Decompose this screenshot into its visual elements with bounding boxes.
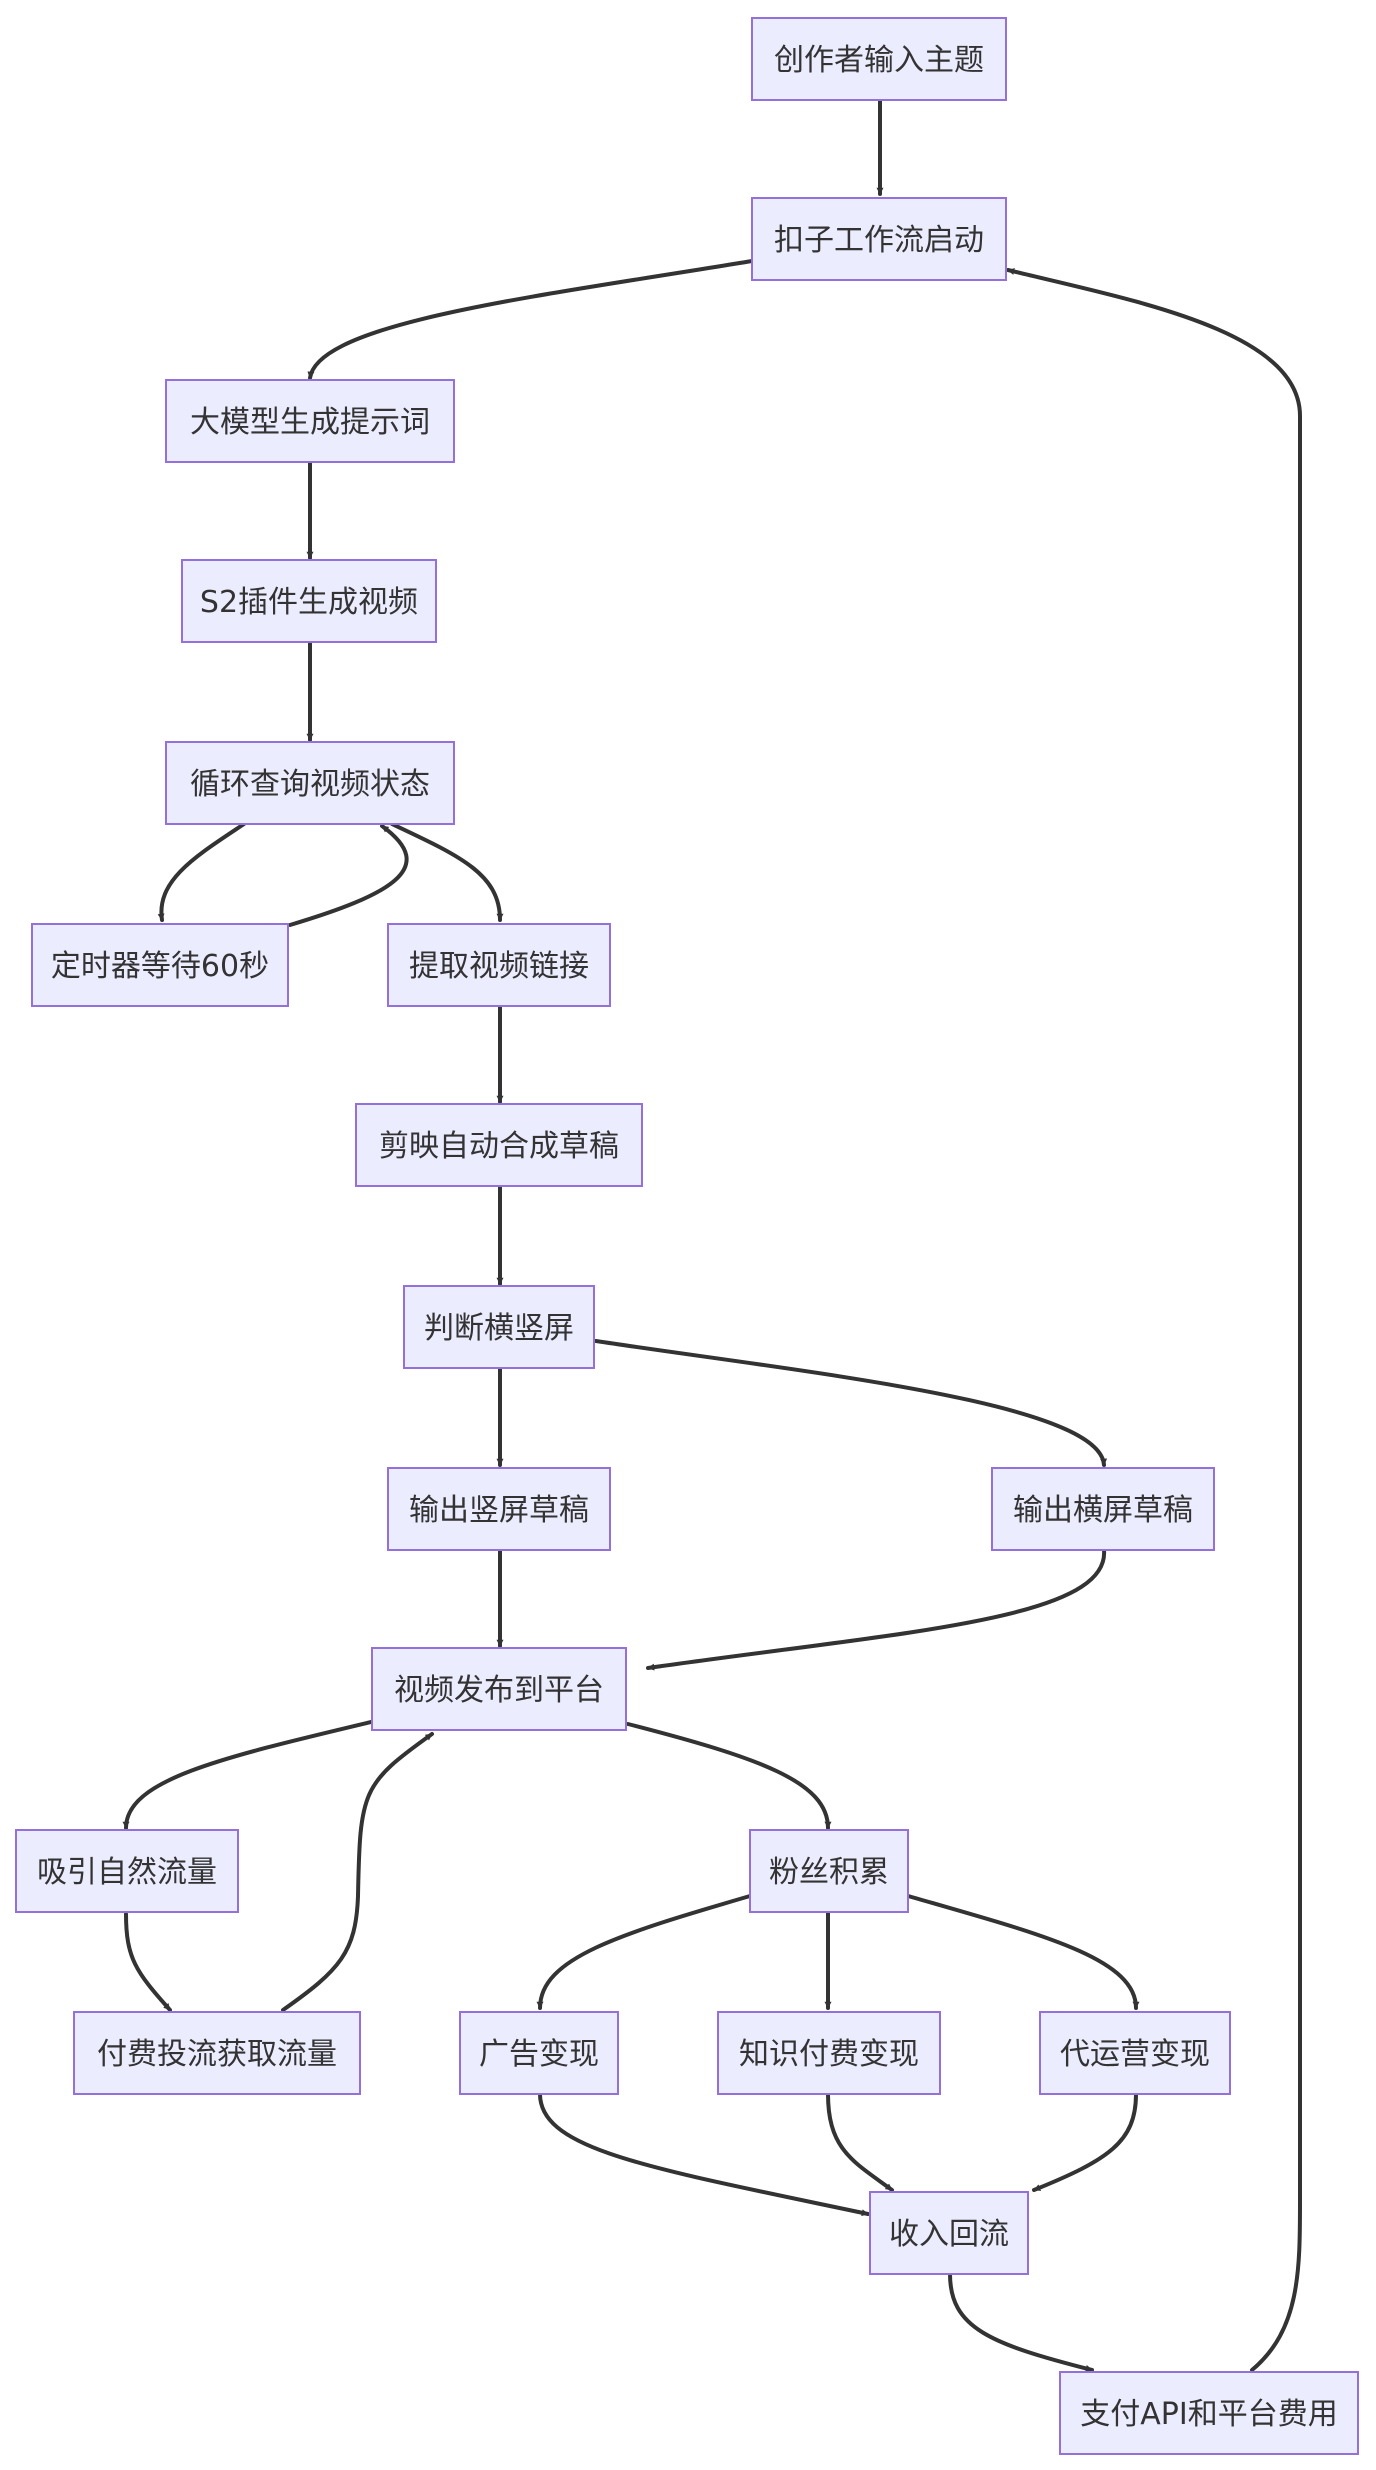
edge-n2-n3 [307,259,754,380]
svg-text:知识付费变现: 知识付费变现 [739,2037,919,2072]
edge-n5-n7 [390,822,504,922]
node-organic-traffic: 吸引自然流量 [15,1829,239,1913]
svg-text:剪映自动合成草稿: 剪映自动合成草稿 [379,1129,619,1164]
svg-text:创作者输入主题: 创作者输入主题 [774,43,984,78]
node-landscape-draft: 输出横屏草稿 [991,1467,1215,1551]
svg-text:支付API和平台费用: 支付API和平台费用 [1080,2397,1337,2432]
edge-n19-n20 [948,2272,1094,2372]
node-knowledge-monetization: 知识付费变现 [717,2011,941,2095]
node-revenue-return: 收入回流 [869,2191,1029,2275]
edge-n12-n15 [626,1722,832,1830]
svg-text:提取视频链接: 提取视频链接 [409,949,589,984]
edge-n11-n12 [646,1548,1107,1671]
node-llm-prompt: 大模型生成提示词 [165,379,455,463]
node-extract-video-link: 提取视频链接 [387,923,611,1007]
node-orientation-check: 判断横竖屏 [403,1285,595,1369]
edge-n15-n18 [906,1894,1140,2010]
node-capcut-draft: 剪映自动合成草稿 [355,1103,643,1187]
svg-text:定时器等待60秒: 定时器等待60秒 [51,949,269,984]
node-creator-input-topic: 创作者输入主题 [751,17,1007,101]
edge-n9-n11 [594,1339,1108,1467]
svg-text:收入回流: 收入回流 [889,2217,1009,2252]
edge-n6-n5 [288,824,409,927]
node-agency-monetization: 代运营变现 [1039,2011,1231,2095]
edge-n14-n12 [281,1732,434,2012]
node-portrait-draft: 输出竖屏草稿 [387,1467,611,1551]
svg-text:循环查询视频状态: 循环查询视频状态 [190,767,430,802]
edge-n17-n19 [826,2092,894,2192]
edge-n13-n14 [124,1912,172,2012]
svg-text:判断横竖屏: 判断横竖屏 [424,1311,574,1346]
svg-text:付费投流获取流量: 付费投流获取流量 [97,2037,337,2072]
edge-n12-n13 [122,1720,373,1830]
edge-n16-n19 [538,2092,870,2217]
svg-text:扣子工作流启动: 扣子工作流启动 [774,223,984,258]
edge-n5-n6 [157,822,246,922]
svg-text:吸引自然流量: 吸引自然流量 [37,1855,217,1890]
nodes: 创作者输入主题 扣子工作流启动 大模型生成提示词 S2插件生成视频 循环查询视频… [15,17,1359,2455]
node-workflow-start: 扣子工作流启动 [751,197,1007,281]
node-paid-traffic: 付费投流获取流量 [73,2011,361,2095]
svg-text:视频发布到平台: 视频发布到平台 [394,1673,604,1708]
svg-text:粉丝积累: 粉丝积累 [769,1855,889,1890]
svg-text:代运营变现: 代运营变现 [1060,2037,1210,2072]
svg-text:输出竖屏草稿: 输出竖屏草稿 [409,1493,589,1528]
node-poll-video-status: 循环查询视频状态 [165,741,455,825]
node-s2-plugin-video: S2插件生成视频 [181,559,437,643]
svg-text:广告变现: 广告变现 [479,2037,599,2072]
node-publish-video: 视频发布到平台 [371,1647,627,1731]
edge-n20-n2 [1006,268,1302,2372]
node-timer-wait: 定时器等待60秒 [31,923,289,1007]
node-ad-monetization: 广告变现 [459,2011,619,2095]
node-api-platform-cost: 支付API和平台费用 [1059,2371,1359,2455]
svg-text:大模型生成提示词: 大模型生成提示词 [190,405,430,440]
edge-n15-n16 [536,1894,752,2010]
svg-text:S2插件生成视频: S2插件生成视频 [200,585,418,620]
edge-n18-n19 [1032,2092,1138,2192]
node-fan-growth: 粉丝积累 [749,1829,909,1913]
svg-text:输出横屏草稿: 输出横屏草稿 [1013,1493,1193,1528]
edges [122,98,1302,2372]
